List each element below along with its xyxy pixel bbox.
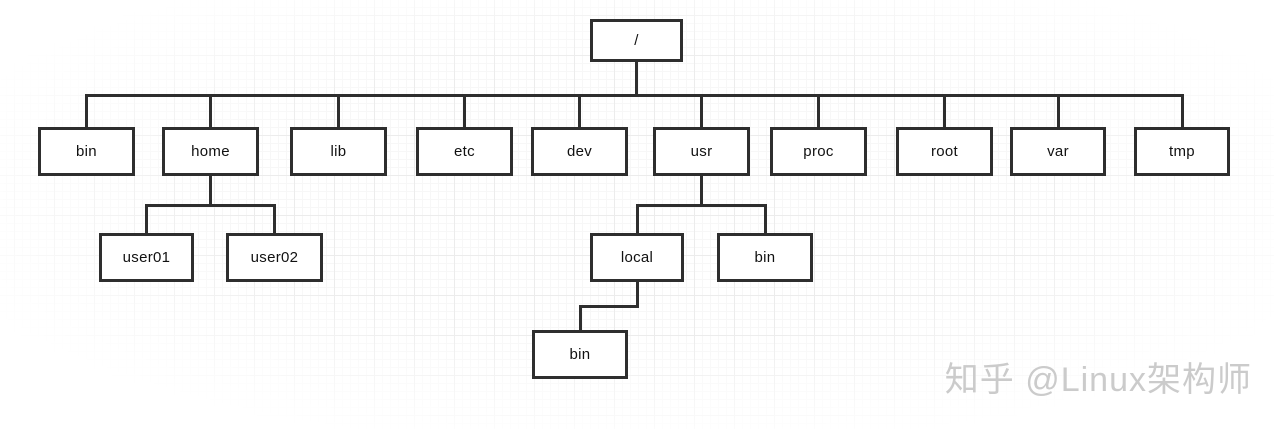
dir-node-label: local (620, 249, 654, 266)
connector-segment (943, 95, 946, 127)
dir-node-local: local (590, 233, 684, 282)
zhihu-watermark: 知乎 @Linux架构师 (944, 361, 1252, 399)
dir-node-label: tmp (1169, 143, 1195, 160)
dir-node-label: usr (690, 143, 713, 160)
dir-node-label: etc (454, 143, 475, 160)
connector-segment (763, 205, 767, 233)
connector-segment (578, 95, 581, 127)
connector-segment (700, 176, 703, 207)
dir-node-etc: etc (416, 127, 513, 176)
dir-node-label: bin (569, 346, 591, 363)
dir-node-usr: usr (653, 127, 750, 176)
connector-segment (85, 93, 1184, 97)
dir-node-label: user01 (122, 249, 171, 266)
connector-segment (273, 205, 276, 233)
dir-node-label: root (930, 143, 959, 160)
dir-node-label: lib (330, 143, 347, 160)
connector-segment (635, 282, 639, 308)
connector-segment (209, 176, 212, 207)
dir-node-label: / (634, 32, 639, 49)
connector-segment (1056, 95, 1060, 127)
connector-segment (635, 203, 767, 207)
connector-segment (635, 62, 638, 97)
dir-node-rootdir: root (896, 127, 993, 176)
dir-node-dev: dev (531, 127, 628, 176)
dir-node-bin: bin (38, 127, 135, 176)
connector-segment (463, 95, 466, 127)
dir-node-label: dev (566, 143, 593, 160)
dir-node-root: / (590, 19, 683, 62)
connector-segment (209, 95, 212, 127)
dir-node-user01: user01 (99, 233, 194, 282)
dir-node-label: var (1047, 143, 1069, 160)
connector-segment (578, 306, 582, 330)
connector-segment (337, 95, 340, 127)
connector-segment (635, 205, 639, 233)
dir-node-local_bin: bin (532, 330, 628, 379)
dir-node-label: home (191, 143, 230, 160)
connector-segment (1180, 95, 1184, 127)
connector-segment (817, 95, 820, 127)
dir-node-user02: user02 (226, 233, 323, 282)
dir-node-home: home (162, 127, 259, 176)
dir-node-proc: proc (770, 127, 867, 176)
connector-segment (145, 205, 148, 233)
connector-segment (85, 95, 88, 127)
dir-node-usr_bin: bin (717, 233, 813, 282)
connector-segment (700, 95, 703, 127)
dir-node-lib: lib (290, 127, 387, 176)
dir-node-label: user02 (250, 249, 299, 266)
dir-node-tmp: tmp (1134, 127, 1230, 176)
dir-node-label: bin (76, 143, 97, 160)
dir-node-var: var (1010, 127, 1106, 176)
dir-node-label: proc (803, 143, 834, 160)
connector-segment (578, 304, 639, 308)
connector-segment (145, 203, 276, 207)
dir-node-label: bin (754, 249, 776, 266)
